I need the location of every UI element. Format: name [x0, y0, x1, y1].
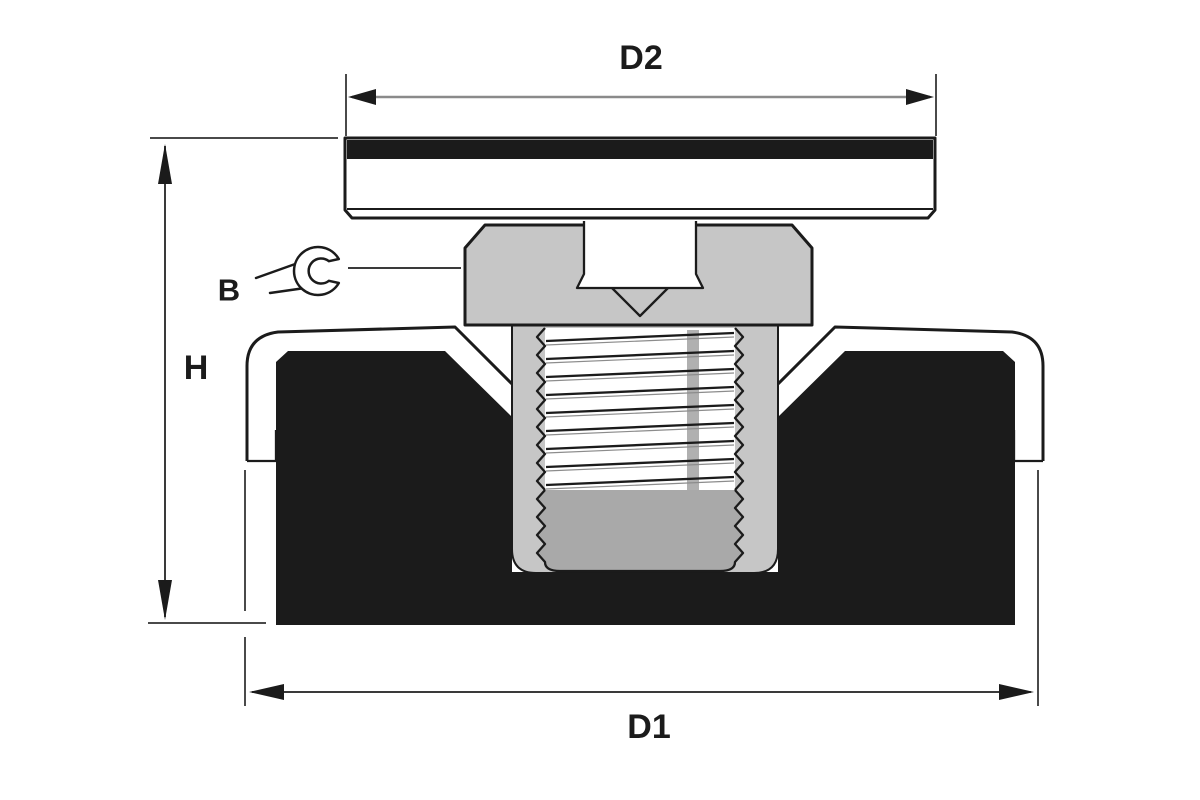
- wrench-handle-line-bottom: [268, 286, 307, 295]
- h-arrowhead-bottom-icon: [158, 580, 172, 620]
- d1-arrowhead-right-icon: [999, 684, 1034, 700]
- h-arrowhead-top-icon: [158, 144, 172, 184]
- open-end-wrench-icon: [292, 245, 341, 297]
- shell-outline: [245, 325, 1045, 463]
- d1-label: D1: [627, 708, 670, 746]
- center-drill-point: [611, 287, 669, 318]
- d2-arrowhead-right-icon: [906, 89, 934, 105]
- counterbore-outline: [575, 221, 705, 290]
- dimension-d2: D2: [345, 39, 937, 136]
- h-label: H: [184, 349, 209, 387]
- wrench-handle-line-top: [254, 261, 300, 280]
- b-label: B: [218, 273, 240, 308]
- threaded-hole: [535, 327, 745, 573]
- dimension-d1: D1: [244, 470, 1039, 746]
- hex-nut: [463, 221, 814, 327]
- shell-step-left: [247, 430, 278, 463]
- d1-arrowhead-left-icon: [249, 684, 284, 700]
- counterbore: [577, 221, 703, 288]
- shell-step-right: [1012, 430, 1043, 463]
- top-plate-black-band: [347, 140, 933, 159]
- rubber-base: [276, 351, 1015, 625]
- plain-bore-outline: [535, 489, 745, 573]
- shell-profile-right: [776, 325, 1045, 461]
- d2-arrowhead-left-icon: [348, 89, 376, 105]
- shell-profile-left: [245, 325, 514, 461]
- thread-zigzag-right: [733, 327, 745, 491]
- dimension-h: H: [148, 137, 338, 624]
- wrench-callout: B: [218, 245, 461, 308]
- top-plate: [343, 136, 937, 220]
- plain-bore: [537, 490, 743, 571]
- thread-zigzag-left: [535, 327, 547, 491]
- d2-label: D2: [619, 39, 662, 77]
